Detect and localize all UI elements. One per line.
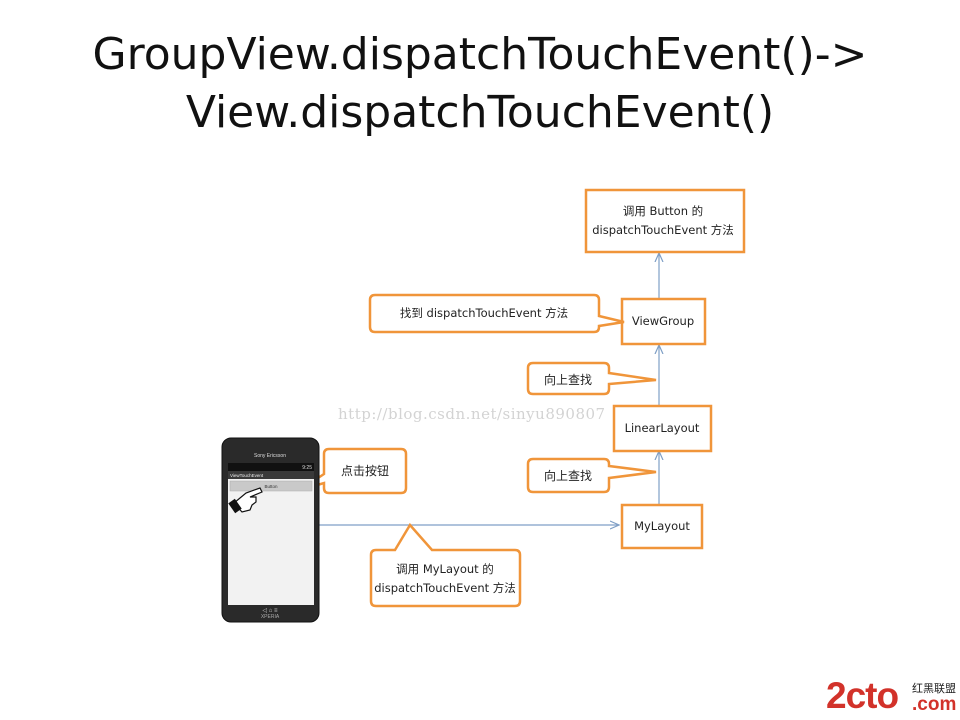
node-mylayout-label: MyLayout bbox=[634, 519, 690, 533]
logo-sub: 红黑联盟 bbox=[912, 682, 956, 695]
logo-domain: .com bbox=[912, 694, 957, 715]
phone-screen-button bbox=[229, 480, 313, 492]
phone-clock: 9:25 bbox=[302, 465, 312, 471]
slide-title: GroupView.dispatchTouchEvent()-> View.di… bbox=[0, 26, 960, 142]
node-viewgroup-label: ViewGroup bbox=[632, 314, 694, 328]
node-button-dispatch-line-1: 调用 Button 的 bbox=[623, 204, 703, 218]
callout-click-button: 点击按钮 bbox=[299, 447, 408, 495]
phone-screen-button-label: Button bbox=[264, 484, 278, 489]
site-logo: 2cto 红黑联盟 .com bbox=[826, 676, 958, 716]
node-linearlayout-label: LinearLayout bbox=[625, 421, 700, 435]
phone-nav-icons: ◁ ⌂ ≡ bbox=[262, 608, 278, 614]
phone-app-title: ViewTouchEvent bbox=[230, 473, 264, 478]
callout-click-button-text: 点击按钮 bbox=[341, 463, 389, 478]
node-mylayout: MyLayout bbox=[620, 503, 704, 550]
node-linearlayout: LinearLayout bbox=[612, 404, 713, 453]
slide-title-line-2: View.dispatchTouchEvent() bbox=[185, 87, 775, 138]
callout-call-mylayout: 调用 MyLayout 的 dispatchTouchEvent 方法 bbox=[369, 522, 522, 608]
callout-found-dispatch-text: 找到 dispatchTouchEvent 方法 bbox=[400, 306, 568, 320]
watermark: http://blog.csdn.net/sinyu890807 bbox=[338, 405, 606, 423]
phone-brand: Sony Ericsson bbox=[254, 453, 286, 459]
node-button-dispatch: 调用 Button 的 dispatchTouchEvent 方法 bbox=[584, 188, 746, 254]
callout-found-dispatch: 找到 dispatchTouchEvent 方法 bbox=[368, 293, 625, 334]
callout-search-up-2: 向上查找 bbox=[526, 457, 657, 494]
callout-search-up-1-text: 向上查找 bbox=[544, 372, 592, 387]
phone-illustration: Sony Ericsson 9:25 ViewTouchEvent Button… bbox=[221, 437, 320, 623]
phone-status-bar bbox=[228, 463, 314, 471]
callout-call-mylayout-line-2: dispatchTouchEvent 方法 bbox=[374, 581, 516, 595]
callout-search-up-1: 向上查找 bbox=[526, 361, 657, 396]
logo-main: 2cto bbox=[826, 675, 899, 716]
phone-model: XPERIA bbox=[261, 614, 280, 620]
slide-title-line-1: GroupView.dispatchTouchEvent()-> bbox=[92, 29, 868, 80]
pointing-hand-icon bbox=[228, 487, 263, 514]
node-viewgroup: ViewGroup bbox=[620, 297, 707, 346]
node-button-dispatch-line-2: dispatchTouchEvent 方法 bbox=[592, 223, 734, 237]
callout-search-up-2-text: 向上查找 bbox=[544, 468, 592, 483]
phone-app-titlebar bbox=[228, 471, 314, 479]
callout-call-mylayout-line-1: 调用 MyLayout 的 bbox=[396, 562, 494, 576]
